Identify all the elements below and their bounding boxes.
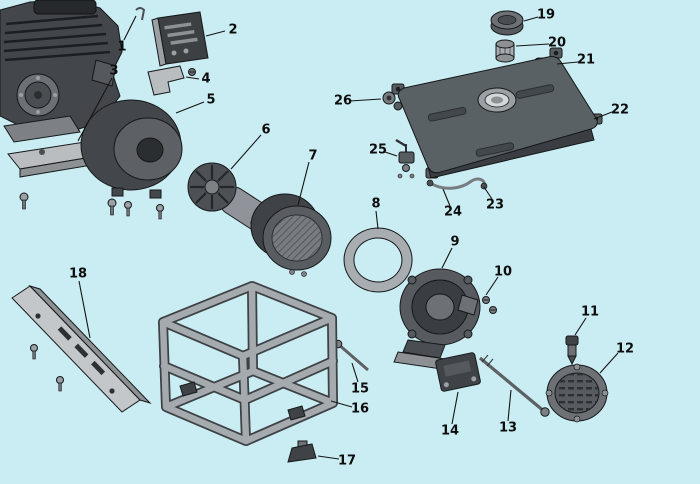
side-rail <box>11 284 152 413</box>
callout-number-14: 14 <box>441 424 459 439</box>
callout-number-2: 2 <box>228 23 237 38</box>
foot-clip <box>179 381 198 397</box>
callout-line-8 <box>375 210 379 230</box>
screw <box>56 376 64 392</box>
callout-number-20: 20 <box>548 36 566 51</box>
callout-number-12: 12 <box>616 342 634 357</box>
control-panel <box>151 11 209 67</box>
callout-number-24: 24 <box>444 205 462 220</box>
ring-band <box>343 227 413 293</box>
callout-number-18: 18 <box>69 267 87 282</box>
fuel-line <box>426 177 488 190</box>
callout-number-22: 22 <box>611 103 629 118</box>
callout-number-15: 15 <box>351 382 369 397</box>
callout-line-13 <box>507 389 512 422</box>
engine-assembly <box>0 0 123 143</box>
callout-line-18 <box>78 280 91 339</box>
screw <box>124 201 132 217</box>
bracket <box>147 65 196 96</box>
callout-line-7 <box>297 161 310 206</box>
callout-number-8: 8 <box>371 197 380 212</box>
hardware-set <box>482 296 497 314</box>
grommet <box>382 91 403 111</box>
engine-flange <box>3 115 81 143</box>
screw <box>19 192 29 210</box>
callout-line-25 <box>384 151 398 157</box>
callout-number-19: 19 <box>537 8 555 23</box>
callout-line-17 <box>317 455 340 460</box>
callout-number-16: 16 <box>351 402 369 417</box>
fuel-valve <box>395 138 415 179</box>
callout-line-20 <box>515 43 550 47</box>
callout-line-2 <box>205 30 226 37</box>
callout-number-7: 7 <box>308 149 317 164</box>
screw <box>30 344 38 360</box>
callout-line-9 <box>441 247 453 269</box>
callout-number-1: 1 <box>117 40 126 55</box>
foot-clip <box>287 405 306 421</box>
callout-line-4 <box>185 76 200 80</box>
bolt <box>333 339 369 372</box>
callout-line-11 <box>574 317 587 336</box>
callout-line-10 <box>485 276 499 296</box>
rubber-foot <box>287 440 317 463</box>
fuel-strainer <box>495 39 515 63</box>
callout-line-1 <box>123 15 137 41</box>
avr-module <box>435 352 481 392</box>
callout-number-4: 4 <box>201 72 210 87</box>
callout-line-22 <box>593 111 613 120</box>
callout-line-26 <box>349 98 382 102</box>
callout-number-5: 5 <box>206 93 215 108</box>
callout-line-21 <box>556 61 579 65</box>
callout-line-6 <box>230 134 262 170</box>
callout-number-17: 17 <box>338 454 356 469</box>
callout-number-11: 11 <box>581 305 599 320</box>
callout-layer: 1234567891011121314151617181920212223242… <box>69 8 634 469</box>
callout-line-23 <box>483 186 493 200</box>
callout-line-12 <box>599 352 619 374</box>
stator-drum <box>250 193 332 277</box>
callout-line-3 <box>77 77 113 142</box>
callout-number-6: 6 <box>261 123 270 138</box>
cooling-fins <box>3 14 111 62</box>
callout-number-9: 9 <box>450 235 459 250</box>
callout-number-26: 26 <box>334 94 352 109</box>
callout-number-23: 23 <box>486 198 504 213</box>
brush-assembly <box>565 335 579 366</box>
callout-number-21: 21 <box>577 53 595 68</box>
screw <box>156 204 164 220</box>
callout-line-15 <box>351 362 359 383</box>
callout-line-19 <box>523 16 539 22</box>
callout-line-14 <box>451 391 459 425</box>
callout-number-10: 10 <box>494 265 512 280</box>
pin <box>135 7 146 21</box>
tube-frame <box>158 281 338 446</box>
callout-number-13: 13 <box>499 421 517 436</box>
long-bolt <box>478 354 550 417</box>
end-cover <box>545 363 609 423</box>
alternator-housing <box>393 268 481 371</box>
callout-number-3: 3 <box>109 64 118 79</box>
callout-line-16 <box>330 400 353 408</box>
callout-number-25: 25 <box>369 143 387 158</box>
terminal-bracket <box>457 294 479 316</box>
callout-line-24 <box>442 188 451 207</box>
screw <box>107 198 117 216</box>
carburetor <box>91 59 117 87</box>
fuel-cap <box>490 10 524 36</box>
fan-housing <box>80 99 183 220</box>
callout-line-5 <box>175 101 205 114</box>
fuel-tank <box>391 47 603 179</box>
